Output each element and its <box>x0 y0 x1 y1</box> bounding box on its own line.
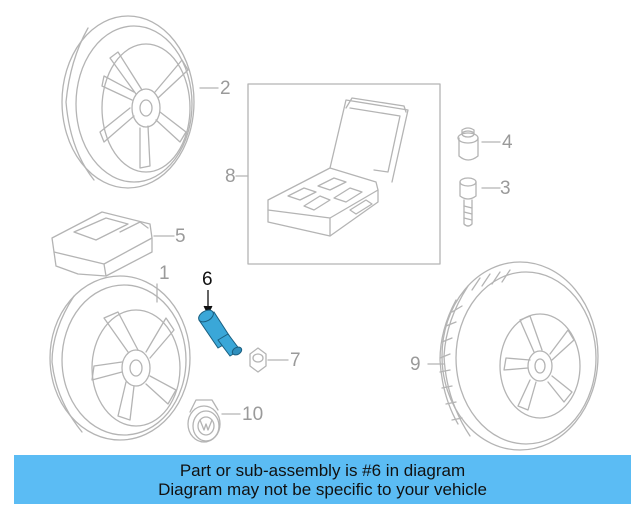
callout-7[interactable]: 7 <box>290 350 301 371</box>
info-banner: Part or sub-assembly is #6 in diagram Di… <box>14 455 631 504</box>
lug-nut-drawing <box>457 127 479 161</box>
callout-10[interactable]: 10 <box>242 404 264 425</box>
tpms-sensor-drawing <box>51 211 153 277</box>
callout-4[interactable]: 4 <box>502 132 513 153</box>
callout-2[interactable]: 2 <box>220 78 231 99</box>
callout-5[interactable]: 5 <box>175 226 186 247</box>
bolt-drawing <box>459 177 477 227</box>
banner-disclaimer-line: Diagram may not be specific to your vehi… <box>158 479 487 499</box>
tire-drawing <box>439 261 599 451</box>
tool-kit-drawing <box>247 83 441 265</box>
callout-1[interactable]: 1 <box>159 263 170 284</box>
center-cap-drawing <box>187 399 221 443</box>
callout-9[interactable]: 9 <box>410 354 421 375</box>
valve-nut-drawing <box>249 347 267 373</box>
callout-8[interactable]: 8 <box>225 166 236 187</box>
parts-diagram-drawing <box>49 15 599 451</box>
callout-6[interactable]: 6 <box>202 269 213 290</box>
callout-3[interactable]: 3 <box>500 178 511 199</box>
parts-diagram: 1 2 3 4 5 6 7 8 9 10 <box>49 15 599 451</box>
alloy-wheel-drawing <box>61 15 195 189</box>
wheel-drawing <box>49 275 191 441</box>
banner-part-line: Part or sub-assembly is #6 in diagram <box>179 460 466 480</box>
leader-lines <box>153 87 501 415</box>
valve-stem-drawing <box>198 290 243 357</box>
